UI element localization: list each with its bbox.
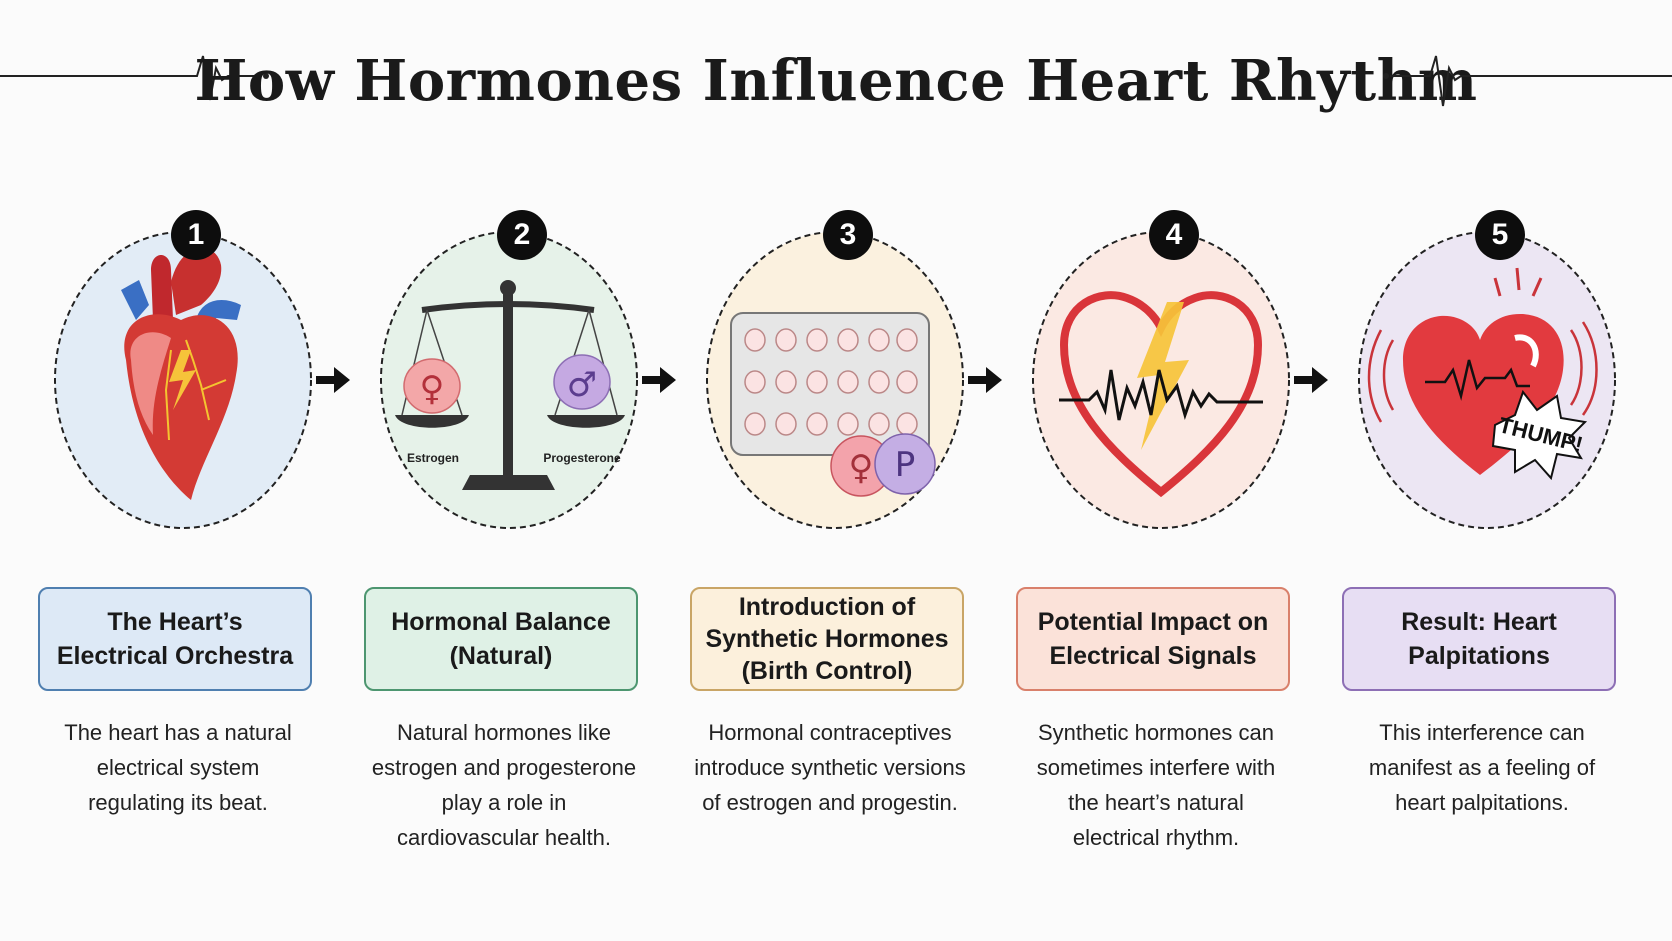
- step-number-badge: 1: [171, 210, 221, 260]
- step-number-badge: 3: [823, 210, 873, 260]
- right-arrow-icon: [1294, 367, 1328, 393]
- step-heading: The Heart’s Electrical Orchestra: [38, 587, 312, 691]
- step-description: Hormonal contraceptives introduce synthe…: [694, 720, 966, 815]
- step-1-illustration: 1: [41, 210, 325, 540]
- svg-text:♀: ♀: [420, 369, 445, 409]
- pill-badge-text: P: [895, 445, 916, 485]
- step-3: ♀ P 3 Introduction of Synthetic Hormones…: [685, 180, 985, 920]
- step-number-badge: 5: [1475, 210, 1525, 260]
- scale-left-label: Estrogen: [407, 451, 459, 465]
- right-arrow-icon: [642, 367, 676, 393]
- heartbeat-line-icon: [1383, 55, 1672, 107]
- step-description: The heart has a natural electrical syste…: [64, 720, 292, 815]
- right-arrow-icon: [968, 367, 1002, 393]
- step-1: 1 The Heart’s Electrical Orchestra The h…: [33, 180, 333, 920]
- step-description: Synthetic hormones can sometimes interfe…: [1036, 720, 1276, 850]
- step-3-illustration: ♀ P 3: [693, 210, 977, 540]
- step-4: 4 Potential Impact on Electrical Signals…: [1011, 180, 1311, 920]
- title-row: How Hormones Influence Heart Rhythm: [0, 40, 1672, 120]
- step-5: THUMP! 5 Result: Heart Palpitations This…: [1337, 180, 1637, 920]
- step-description: Natural hormones like estrogen and proge…: [371, 720, 637, 850]
- step-2: ♀ ♂ Estrogen Progesterone 2 Hormonal Bal…: [359, 180, 659, 920]
- step-4-illustration: 4: [1019, 210, 1303, 540]
- step-5-illustration: THUMP! 5: [1345, 210, 1629, 540]
- scale-right-label: Progesterone: [543, 451, 621, 465]
- pounding-heart-icon: THUMP!: [1367, 267, 1598, 481]
- pill-pack-icon: ♀ P: [730, 312, 936, 497]
- heartbeat-line-icon: [0, 55, 269, 101]
- step-heading: Potential Impact on Electrical Signals: [1016, 587, 1290, 691]
- step-heading: Introduction of Synthetic Hormones (Birt…: [690, 587, 964, 691]
- step-number-badge: 4: [1149, 210, 1199, 260]
- balance-scale-icon: ♀ ♂ Estrogen Progesterone: [395, 280, 625, 490]
- page-title: How Hormones Influence Heart Rhythm: [194, 48, 1478, 114]
- step-2-illustration: ♀ ♂ Estrogen Progesterone 2: [367, 210, 651, 540]
- heart-ecg-lightning-icon: [1059, 291, 1263, 498]
- step-heading: Hormonal Balance (Natural): [364, 587, 638, 691]
- svg-text:♀: ♀: [849, 448, 874, 488]
- step-heading: Result: Heart Palpitations: [1342, 587, 1616, 691]
- step-number-badge: 2: [497, 210, 547, 260]
- right-arrow-icon: [316, 367, 350, 393]
- step-description: This interference can manifest as a feel…: [1368, 720, 1596, 815]
- svg-text:♂: ♂: [567, 365, 597, 405]
- anatomical-heart-icon: [121, 247, 241, 500]
